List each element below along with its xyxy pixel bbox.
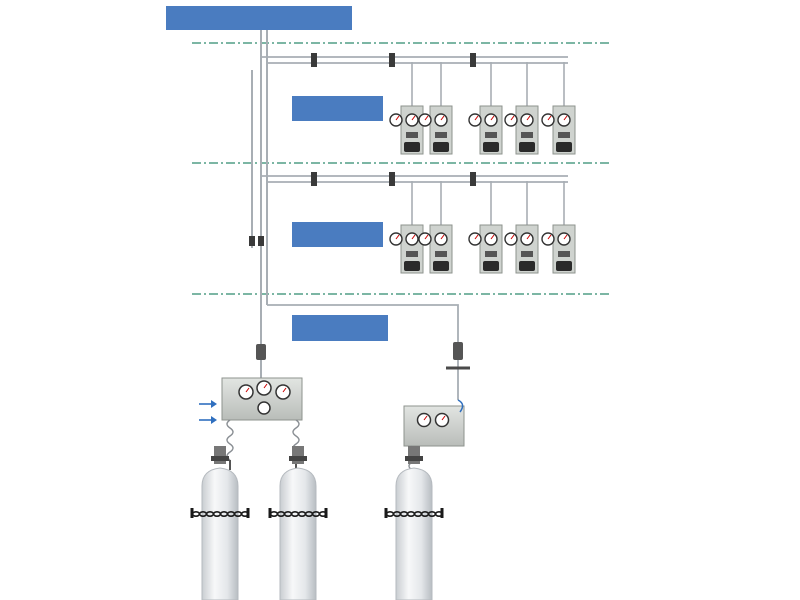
terminal-unit (389, 62, 424, 155)
terminal-outlet (519, 261, 535, 271)
terminal-outlet (483, 261, 499, 271)
terminal-unit (418, 62, 453, 155)
cylinder-body (279, 467, 317, 600)
valve-icon (256, 344, 266, 360)
valve-icon (389, 53, 395, 67)
valve-icon (470, 53, 476, 67)
terminal-outlet (404, 142, 420, 152)
terminal-unit (504, 62, 539, 155)
inlet-arrow-icon (199, 400, 217, 408)
single-regulator-station (403, 342, 470, 471)
valve-icon (406, 251, 418, 257)
header-label-box (166, 6, 352, 30)
gas-cylinder (190, 446, 250, 600)
valve-icon (249, 236, 255, 246)
valve-icon (435, 251, 447, 257)
valve-icon (406, 132, 418, 138)
valve-icon (521, 251, 533, 257)
manifold-station (221, 344, 303, 470)
valve-icon (311, 172, 317, 186)
terminal-outlet (556, 261, 572, 271)
terminal-outlet (483, 142, 499, 152)
terminal-outlet (556, 142, 572, 152)
cylinder-valve (292, 446, 304, 464)
terminal-unit (418, 181, 453, 274)
main-riser (251, 30, 268, 352)
supply-pipe (267, 304, 459, 345)
chain-strap (190, 508, 250, 518)
inlet-arrow-icon (199, 416, 217, 424)
cylinder-body (201, 467, 239, 600)
branch-valves (249, 53, 476, 246)
supply-label-box (292, 315, 388, 341)
terminal-unit (468, 62, 503, 155)
terminal-unit (541, 62, 576, 155)
chain-strap (268, 508, 328, 518)
valve-icon (389, 172, 395, 186)
inlet-arrows (199, 400, 217, 424)
valve-icon (258, 236, 264, 246)
valve-icon (453, 342, 463, 360)
valve-icon (485, 251, 497, 257)
valve-icon (485, 132, 497, 138)
terminal-unit (389, 181, 424, 274)
terminal-outlet (433, 142, 449, 152)
valve-icon (558, 132, 570, 138)
terminal-outlet (519, 142, 535, 152)
cylinder-valve (214, 446, 226, 464)
valve-icon (311, 53, 317, 67)
pressure-gauge-icon (257, 401, 271, 415)
upper-branch-pipe (261, 56, 568, 64)
valve-icon (521, 132, 533, 138)
terminal-outlet (404, 261, 420, 271)
middle-floor-terminals (389, 181, 576, 274)
middle-branch-pipe (261, 175, 568, 183)
cylinder-body (395, 467, 433, 600)
terminal-unit (468, 181, 503, 274)
cylinder-valve (408, 446, 420, 464)
valve-icon (470, 172, 476, 186)
chain-strap (384, 508, 444, 518)
middle-floor-label-box (292, 222, 383, 247)
regulator-panel (403, 405, 465, 447)
terminal-unit (541, 181, 576, 274)
terminal-outlet (433, 261, 449, 271)
valve-icon (558, 251, 570, 257)
terminal-unit (504, 181, 539, 274)
gas-cylinders (190, 446, 444, 600)
upper-floor-terminals (389, 62, 576, 155)
valve-icon (435, 132, 447, 138)
gas-cylinder (268, 446, 328, 600)
upper-floor-label-box (292, 96, 383, 121)
gas-cylinder (384, 446, 444, 600)
